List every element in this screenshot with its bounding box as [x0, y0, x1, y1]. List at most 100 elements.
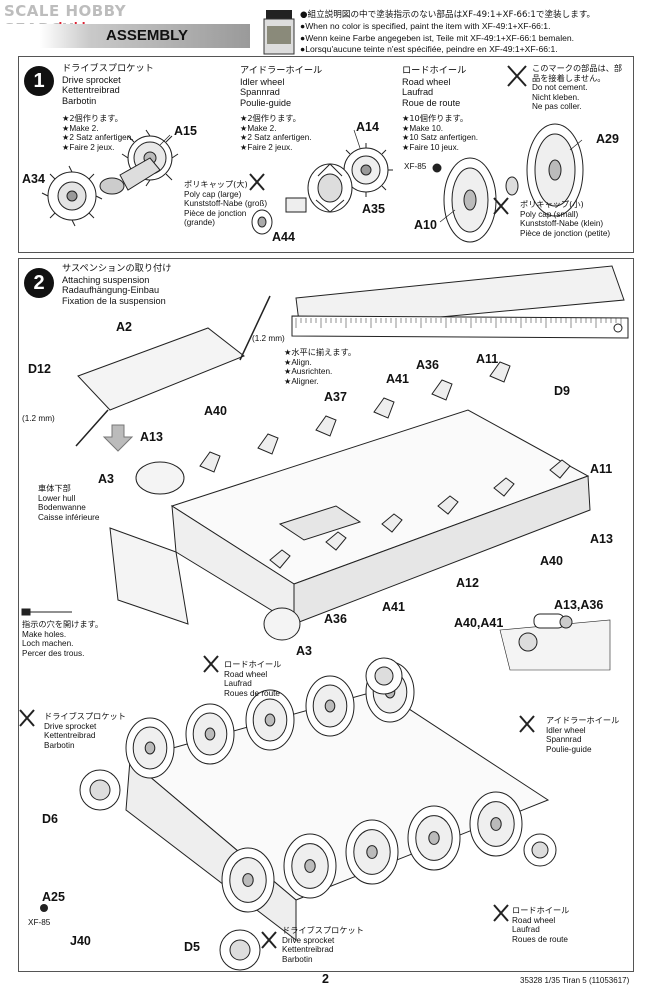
part-a3-bottom: A3: [296, 644, 312, 658]
part-a44: A44: [272, 230, 295, 244]
polycap-small-label: ポリキャップ(小) Poly cap (small) Kunststoff-Na…: [520, 199, 611, 238]
lower-hull-drawing: [109, 409, 591, 641]
part-a11-right: A11: [590, 462, 613, 476]
part-a36-bottom: A36: [324, 612, 347, 626]
part-a11-top: A11: [476, 352, 499, 366]
sprocket-hub: [374, 666, 394, 686]
sprocket-a15-drawing: [99, 129, 179, 195]
suspension-arm-bottom: [381, 513, 403, 533]
part-j40: J40: [70, 934, 91, 948]
align-note: ★水平に揃えます。 ★Align. ★Ausrichten. ★Aligner.: [284, 347, 357, 386]
suspension-arm-top: [257, 433, 279, 455]
idler-a35-drawing: [307, 163, 353, 213]
part-a40-right: A40: [540, 554, 563, 568]
step1-panel: [18, 56, 634, 253]
paint-jar-icon: [262, 8, 296, 56]
suspension-arm-top: [489, 361, 511, 383]
step1-number: 1: [24, 66, 54, 96]
part-a13-left: A13: [140, 430, 163, 444]
paint-notes: ●組立説明図の中で塗装指示のない部品はXF-49:1+XF-66:1で塗装します…: [300, 10, 650, 56]
assembled-hull-drawing: [79, 657, 557, 971]
part-a10: A10: [414, 218, 437, 232]
suspension-arms: [199, 361, 571, 569]
part-a2: A2: [116, 320, 132, 334]
road-wheel-a10-drawing: [443, 157, 497, 243]
page-number: 2: [322, 972, 329, 986]
sprocket-hub: [89, 779, 111, 801]
holes-note: 指示の穴を開けます。 Make holes. Loch machen. Perc…: [22, 619, 104, 658]
road-wheel-axle: [324, 699, 336, 713]
paint-xf85-step1: XF-85: [404, 162, 427, 171]
road-wheel-top-label: ロードホイール Road wheel Laufrad Roues de rout…: [224, 659, 282, 698]
part-a40-top: A40: [204, 404, 227, 418]
suspension-arm-bottom: [325, 531, 347, 551]
part-a12: A12: [456, 576, 479, 590]
step1-idler-label: アイドラーホイール Idler wheel Spannrad Poulie-gu…: [240, 65, 323, 108]
note-jp: ●組立説明図の中で塗装指示のない部品はXF-49:1+XF-66:1で塗装します…: [300, 10, 596, 20]
lower-hull-label: 車体下部 Lower hull Bodenwanne Caisse inféri…: [38, 483, 100, 522]
sprocket-a34-drawing: [41, 165, 103, 227]
dimension-label-1: (1.2 mm): [252, 334, 285, 343]
note-de: ●Wenn keine Farbe angegeben ist, Teile m…: [300, 32, 575, 43]
step1-idler-make: ★2個作ります。 ★Make 2. ★2 Satz anfertigen. ★F…: [240, 113, 312, 152]
step2-title: サスペンションの取り付け Attaching suspension Radauf…: [62, 263, 172, 306]
idler-a14-drawing: [339, 143, 393, 197]
part-a14: A14: [356, 120, 379, 134]
polycap-large-label: ポリキャップ(大) Poly cap (large) Kunststoff-Na…: [184, 179, 268, 228]
part-a41-top: A41: [386, 372, 409, 386]
part-a3-top: A3: [98, 472, 114, 486]
road-wheel-axle: [204, 727, 216, 741]
assembly-title-bar: ASSEMBLY: [0, 24, 250, 48]
part-a40-a41: A40,A41: [454, 616, 504, 630]
part-a15: A15: [174, 124, 197, 138]
step2-number: 2: [24, 268, 54, 298]
step1-sprocket-label: ドライブスプロケット Drive sprocket Kettentreibrad…: [62, 63, 154, 106]
part-a13-right: A13: [590, 532, 613, 546]
suspension-arm-bottom: [493, 477, 515, 497]
step2-panel: [18, 258, 634, 972]
no-cement-note: このマークの部品は、部 品を接着しません。 Do not cement. Nic…: [532, 63, 623, 112]
part-d12: D12: [28, 362, 51, 376]
road-wheel-axle: [366, 845, 378, 859]
suspension-arm-top: [373, 397, 395, 419]
suspension-arm-bottom: [549, 459, 571, 479]
part-a34: A34: [22, 172, 45, 186]
no-cement-icon: [249, 65, 527, 215]
page-title: ASSEMBLY: [106, 27, 188, 44]
idler-right-label: アイドラーホイール Idler wheel Spannrad Poulie-gu…: [546, 715, 620, 754]
detail-inset: [499, 613, 611, 671]
drill-icon: [21, 608, 72, 616]
sprocket-bottom-label: ドライブスプロケット Drive sprocket Kettentreibrad…: [282, 925, 364, 964]
part-a37: A37: [324, 390, 347, 404]
road-wheel-axle: [490, 817, 502, 831]
step1-road-label: ロードホイール Road wheel Laufrad Roue de route: [402, 65, 467, 108]
road-wheel-axle: [264, 713, 276, 727]
road-wheel-axle: [428, 831, 440, 845]
road-wheel-axle: [304, 859, 316, 873]
paint-xf85-step2: XF-85: [28, 918, 51, 927]
note-en: ●When no color is specified, paint the i…: [300, 21, 551, 32]
plate-d12: [77, 327, 245, 411]
sprocket-hub: [229, 939, 251, 961]
part-d9: D9: [554, 384, 570, 398]
suspension-arm-top: [315, 415, 337, 437]
step1-road-make: ★10個作ります。 ★Make 10. ★10 Satz anfertigen.…: [402, 113, 479, 152]
part-a13-a36: A13,A36: [554, 598, 604, 612]
paint-dot-xf85: [40, 904, 48, 912]
part-a25: A25: [42, 890, 65, 904]
kit-code: 35328 1/35 Tiran 5 (11053617): [520, 976, 630, 985]
suspension-arm-bottom: [269, 549, 291, 569]
part-d6: D6: [42, 812, 58, 826]
sprocket-hub: [531, 841, 549, 859]
part-a41-bottom: A41: [382, 600, 405, 614]
road-wheel-axle: [144, 741, 156, 755]
no-cement-icons-step2: [19, 655, 535, 949]
part-d5: D5: [184, 940, 200, 954]
down-arrow: [102, 424, 134, 452]
part-a36-top: A36: [416, 358, 439, 372]
part-a35: A35: [362, 202, 385, 216]
road-wheel-a29-drawing: [526, 123, 584, 217]
alignment-ruler: [291, 265, 629, 339]
